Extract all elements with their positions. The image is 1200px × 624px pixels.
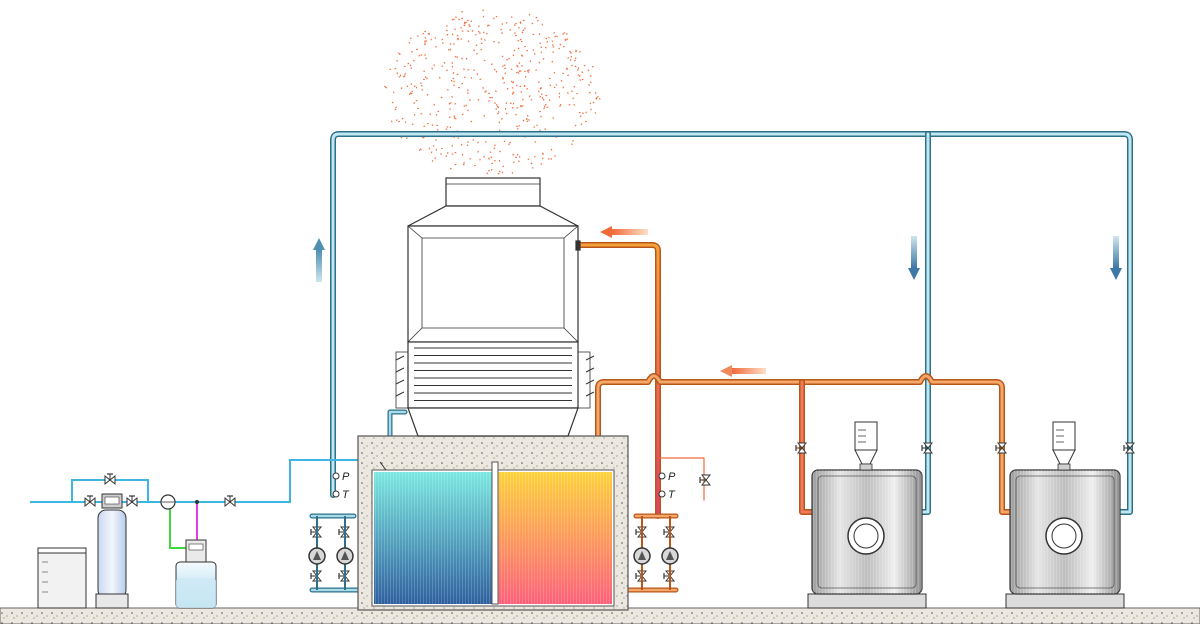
fan-stack	[445, 177, 541, 207]
dosing-tank	[175, 539, 217, 609]
tower-casing	[407, 225, 579, 343]
cold-line-instruments: P T	[332, 471, 350, 501]
process-machine-2	[1005, 421, 1125, 609]
pump-icon	[661, 547, 679, 565]
flow-arrow-icon	[600, 226, 648, 238]
softener-filter-vessel	[95, 493, 129, 609]
makeup-water-line	[30, 459, 372, 549]
flow-arrow-icon	[720, 365, 766, 377]
flow-arrows	[313, 226, 1122, 377]
pressure-gauge-icon	[332, 472, 340, 480]
pump-icon	[336, 547, 354, 565]
pressure-gauge-icon	[658, 472, 666, 480]
pressure-label: P	[668, 471, 676, 483]
thermometer-icon	[332, 490, 340, 498]
water-vapor-plume	[384, 9, 601, 175]
hot-water-pipes	[577, 242, 1013, 593]
water-meter	[160, 494, 176, 510]
pressure-label: P	[342, 471, 350, 483]
flow-arrow-icon	[313, 238, 325, 282]
fill-louvers	[407, 341, 579, 409]
process-machine-1	[807, 421, 927, 609]
tank-divider	[491, 461, 499, 605]
pump-icon	[308, 547, 326, 565]
injection-point	[195, 500, 199, 504]
thermometer-icon	[658, 490, 666, 498]
hot-line-instruments: P T	[658, 471, 676, 501]
cold-water-basin	[357, 435, 629, 611]
cooling-tower	[395, 177, 595, 437]
pump-icon	[633, 547, 651, 565]
hot-pump-group	[633, 516, 679, 590]
flow-arrow-icon	[1110, 236, 1122, 280]
cold-pump-group	[308, 516, 354, 590]
temperature-label: T	[342, 489, 350, 501]
flow-arrow-icon	[908, 236, 920, 280]
storage-beaker	[37, 547, 87, 609]
temperature-label: T	[668, 489, 676, 501]
